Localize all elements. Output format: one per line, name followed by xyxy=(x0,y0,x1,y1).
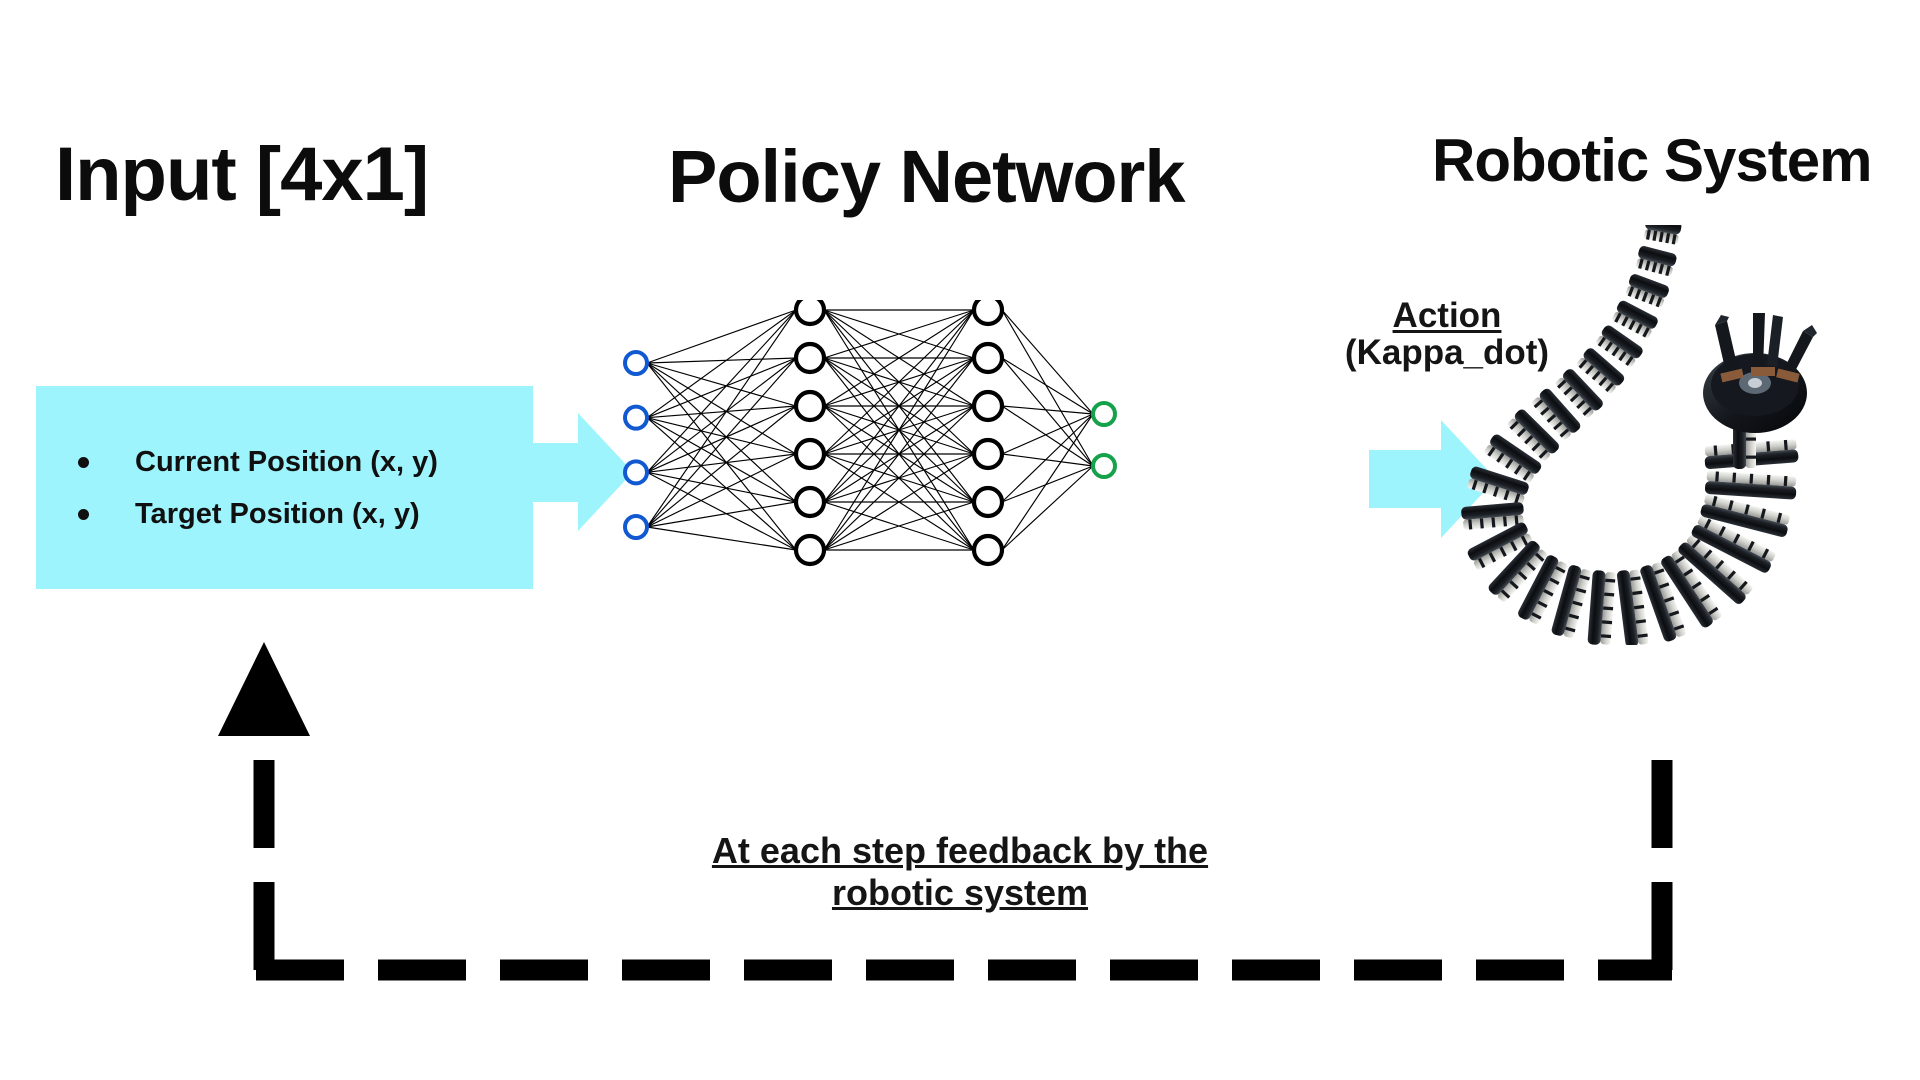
robot-segment xyxy=(1640,562,1686,642)
policy-network-diagram xyxy=(623,300,1117,567)
robot-segment xyxy=(1596,325,1643,367)
robot-segment xyxy=(1700,494,1790,537)
bullet-icon xyxy=(78,456,89,468)
feedback-caption-line1: At each step feedback by the xyxy=(711,830,1209,871)
network-node-output-1 xyxy=(1091,401,1117,427)
network-node-hidden-2-4 xyxy=(971,437,1005,471)
feedback-caption-line2: robotic system xyxy=(831,871,1089,913)
robot-segment xyxy=(1555,369,1603,418)
page-title-robotic-system: Robotic System xyxy=(1432,127,1872,194)
action-label-line2: (Kappa_dot) xyxy=(1344,333,1550,373)
robot-segment xyxy=(1644,225,1682,245)
robot-segment xyxy=(1467,522,1533,570)
continuum-robot-arm-image xyxy=(1461,225,1817,645)
robot-segment xyxy=(1507,409,1559,461)
network-node-hidden-1-1 xyxy=(793,300,827,327)
robot-segment xyxy=(1484,434,1542,483)
robot-segment xyxy=(1576,348,1625,394)
network-node-input-1 xyxy=(623,350,649,376)
network-node-hidden-1-6 xyxy=(793,533,827,567)
robot-segment xyxy=(1636,246,1677,277)
up-arrow-icon xyxy=(218,642,310,736)
robot-segment xyxy=(1616,569,1649,645)
robot-segment xyxy=(1551,565,1591,638)
action-output-label: Action (Kappa_dot) xyxy=(1322,297,1572,371)
feedback-caption: At each step feedback by the robotic sys… xyxy=(620,830,1300,914)
network-node-hidden-2-2 xyxy=(971,341,1005,375)
network-node-hidden-2-3 xyxy=(971,389,1005,423)
network-node-input-2 xyxy=(623,404,649,431)
robot-segment xyxy=(1678,534,1753,604)
robot-segment xyxy=(1518,555,1568,625)
page-title-policy-network: Policy Network xyxy=(668,135,1186,218)
network-node-hidden-2-1 xyxy=(971,300,1005,327)
action-label-line1: Action xyxy=(1392,296,1502,335)
robot-segment xyxy=(1467,466,1529,505)
robot-segment xyxy=(1587,570,1616,645)
network-node-hidden-1-4 xyxy=(793,437,827,471)
network-node-output-2 xyxy=(1091,453,1117,479)
page-title-input: Input [4x1] xyxy=(55,132,429,217)
input-feature-list: Current Position (x, y) Target Position … xyxy=(36,436,533,540)
robot-segment xyxy=(1532,388,1581,440)
feedback-loop-path xyxy=(218,642,1673,981)
list-item-label: Target Position (x, y) xyxy=(135,497,420,530)
list-item: Current Position (x, y) xyxy=(36,436,533,488)
list-item: Target Position (x, y) xyxy=(36,488,533,540)
input-observation-box: Current Position (x, y) Target Position … xyxy=(36,386,533,589)
robot-segment xyxy=(1661,550,1722,628)
robot-segment xyxy=(1691,515,1776,573)
network-node-hidden-1-2 xyxy=(793,341,827,375)
robot-segment xyxy=(1488,540,1548,602)
robot-segment xyxy=(1625,274,1669,308)
network-node-input-3 xyxy=(623,459,649,486)
robot-segment xyxy=(1612,300,1658,338)
right-arrow-icon-input-to-network xyxy=(505,413,633,531)
network-node-hidden-1-5 xyxy=(793,485,827,519)
list-item-label: Current Position (x, y) xyxy=(135,445,438,478)
bullet-icon xyxy=(78,508,89,520)
robot-segment xyxy=(1704,471,1797,500)
robot-segment xyxy=(1461,502,1524,530)
network-node-hidden-2-6 xyxy=(971,533,1005,567)
network-node-input-4 xyxy=(623,514,649,540)
network-node-hidden-2-5 xyxy=(971,485,1005,519)
network-node-hidden-1-3 xyxy=(793,389,827,423)
